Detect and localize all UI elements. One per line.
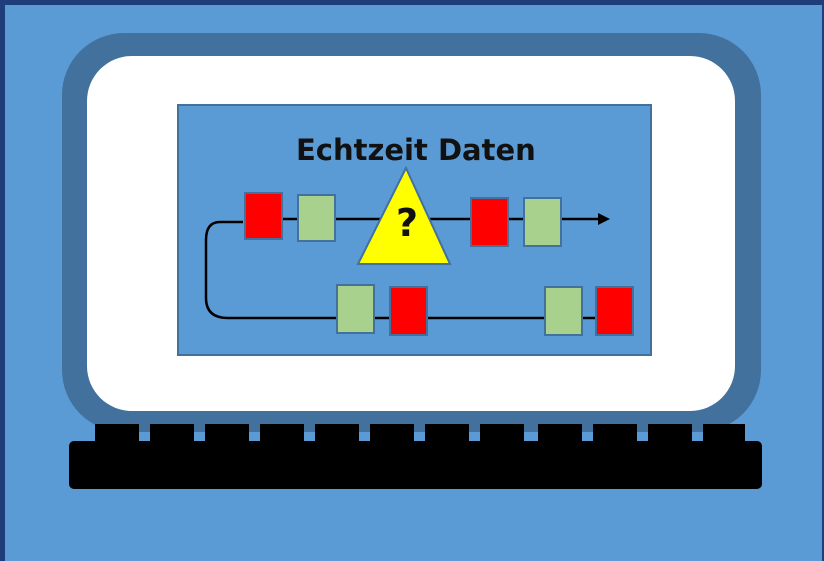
keyboard-key <box>593 424 637 444</box>
diagram-title: Echtzeit Daten <box>296 133 536 167</box>
keyboard-key <box>95 424 139 444</box>
keyboard-key <box>205 424 249 444</box>
data-block-red <box>244 192 283 240</box>
data-block-green <box>297 194 336 242</box>
arrow-icon <box>598 213 610 225</box>
data-block-green <box>544 286 583 336</box>
keyboard-key <box>260 424 304 444</box>
warning-triangle-icon <box>356 165 452 265</box>
keyboard-keys <box>95 424 745 444</box>
keyboard-key <box>703 424 745 444</box>
data-block-red <box>470 197 509 247</box>
keyboard-key <box>648 424 692 444</box>
keyboard-key <box>370 424 414 444</box>
data-block-red <box>389 286 428 336</box>
keyboard-key <box>538 424 582 444</box>
keyboard-key <box>480 424 524 444</box>
keyboard-key <box>150 424 194 444</box>
question-mark-symbol: ? <box>395 201 419 245</box>
keyboard-key <box>315 424 359 444</box>
data-block-green <box>336 284 375 334</box>
keyboard-key <box>425 424 469 444</box>
data-block-red <box>595 286 634 336</box>
data-block-green <box>523 197 562 247</box>
keyboard-icon <box>69 441 762 489</box>
flow-connector <box>204 220 600 320</box>
